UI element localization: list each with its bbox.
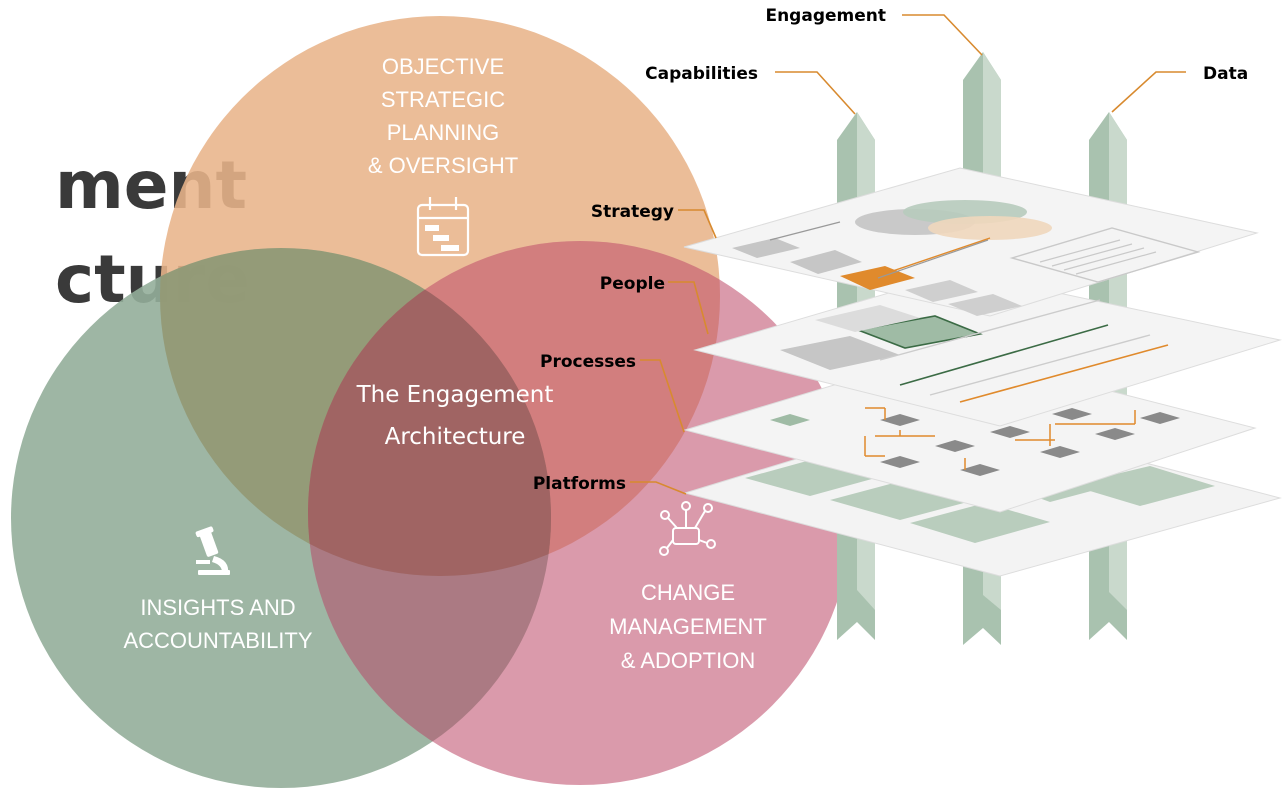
leader-engagement [902, 14, 983, 56]
top-line-3: PLANNING [387, 120, 499, 145]
right-line-1: CHANGE [641, 580, 735, 605]
venn-diagram [11, 16, 852, 788]
label-strategy: Strategy [591, 202, 674, 222]
top-line-2: STRATEGIC [381, 87, 505, 112]
leader-strategy [678, 209, 717, 239]
microscope-icon [195, 526, 230, 575]
layer-people [693, 271, 1282, 427]
right-line-3: & ADOPTION [621, 648, 755, 673]
center-line-1: The Engagement [356, 382, 554, 408]
right-line-2: MANAGEMENT [609, 614, 767, 639]
label-platforms: Platforms [533, 474, 626, 494]
top-circle-text: OBJECTIVE STRATEGIC PLANNING & OVERSIGHT [368, 54, 518, 178]
top-line-4: & OVERSIGHT [368, 153, 518, 178]
layer-strategy [683, 167, 1259, 317]
left-line-2: ACCOUNTABILITY [123, 628, 312, 653]
network-icon [659, 501, 716, 556]
right-circle-text: CHANGE MANAGEMENT & ADOPTION [609, 580, 767, 673]
pillar-labels: Engagement Capabilities Data [645, 6, 1248, 115]
layer-processes [683, 349, 1257, 513]
layer-labels: Strategy People Processes Platforms [533, 202, 717, 495]
center-text: The Engagement Architecture [356, 382, 554, 450]
label-engagement: Engagement [765, 6, 886, 26]
label-people: People [600, 274, 665, 294]
overlap-top-right [308, 241, 720, 576]
label-data: Data [1203, 64, 1248, 84]
gantt-chart-icon [416, 197, 470, 257]
left-circle-text: INSIGHTS AND ACCOUNTABILITY [123, 595, 312, 653]
label-capabilities: Capabilities [645, 64, 758, 84]
label-processes: Processes [540, 352, 636, 372]
center-line-2: Architecture [385, 424, 526, 450]
leader-data [1111, 71, 1186, 113]
top-line-1: OBJECTIVE [382, 54, 504, 79]
leader-people [668, 281, 709, 335]
leader-processes [640, 359, 685, 433]
left-line-1: INSIGHTS AND [140, 595, 295, 620]
leader-platforms [630, 481, 687, 495]
leader-capabilities [775, 71, 856, 115]
